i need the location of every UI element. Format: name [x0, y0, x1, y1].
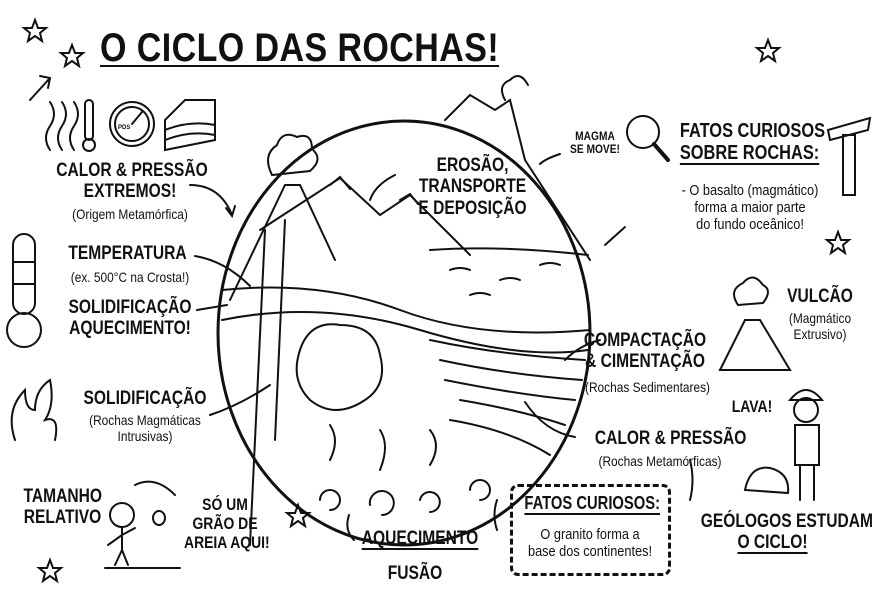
rock-specimen	[743, 466, 790, 495]
metamorphic-note: (Rochas Metamórficas)	[598, 453, 722, 469]
volcano-label: VULCÃO	[787, 286, 853, 307]
erosion-label: EROSÃO, TRANSPORTE E DEPOSIÇÃO	[409, 155, 536, 219]
fire-icon	[10, 378, 58, 441]
label-line: forma a maior parte	[694, 198, 806, 216]
magma-moves-label: MAGMA SE MOVE!	[565, 129, 625, 157]
geologists-label: GEÓLOGOS ESTUDAM O CICLO!	[700, 511, 874, 554]
fun-fact-body: O granito forma a base dos continentes!	[522, 526, 658, 561]
label-line: (Rochas Magmáticas	[89, 412, 201, 428]
rock-cycle-globe	[216, 119, 592, 547]
label-line: GRÃO DE	[192, 514, 258, 534]
stick-figure-icon	[104, 502, 181, 569]
decorative-stars	[21, 17, 852, 584]
volcano-icon	[718, 276, 792, 371]
label-line: do fundo oceânico!	[696, 215, 804, 233]
label-line: SOBRE ROCHAS:	[679, 142, 820, 165]
heat-pressure-label: CALOR & PRESSÃO	[594, 428, 747, 449]
hammer-icon	[826, 116, 872, 196]
page-title: O CICLO DAS ROCHAS!	[100, 26, 500, 70]
heat-pressure-extreme-label: CALOR & PRESSÃO EXTREMOS!	[56, 160, 208, 203]
pressure-gauge-icon	[109, 101, 155, 147]
label-line: O granito forma a	[540, 526, 640, 543]
label-line: (Magmático	[788, 310, 852, 326]
label-line: SOLIDIFICAÇÃO	[68, 297, 192, 318]
solidification-label: SOLIDIFICAÇÃO	[83, 388, 207, 409]
label-line: RELATIVO	[23, 507, 102, 529]
fun-fact-box	[510, 484, 671, 576]
magnifying-glass-icon	[626, 115, 670, 162]
label-line: CALOR & PRESSÃO	[56, 160, 208, 181]
intrusive-note: (Rochas Magmáticas Intrusivas)	[77, 412, 213, 444]
erupting-volcano-top	[444, 75, 591, 261]
fun-fact-title: FATOS CURIOSOS:	[524, 493, 660, 513]
sand-grain	[152, 510, 166, 526]
label-line: AQUECIMENTO!	[69, 318, 191, 340]
label-line: O CICLO!	[737, 532, 808, 554]
label-line: SÓ UM	[202, 495, 248, 514]
temperature-example: (ex. 500°C na Crosta!)	[70, 269, 190, 285]
label-line: COMPACTAÇÃO	[583, 330, 707, 351]
label-line: base dos continentes!	[527, 542, 653, 560]
label-line: TRANSPORTE	[418, 176, 527, 198]
label-line: - O basalto (magmático)	[681, 182, 819, 199]
metamorphic-origin-note: (Origem Metamórfica)	[72, 206, 188, 222]
heating-label: AQUECIMENTO	[361, 528, 479, 549]
label-line: GEÓLOGOS ESTUDAM	[700, 511, 874, 532]
volcano-note: (Magmático Extrusivo)	[782, 310, 859, 342]
label-line: AREIA AQUI!	[184, 533, 270, 553]
label-line: Extrusivo)	[793, 325, 847, 342]
gauge-label: PDS	[118, 125, 131, 131]
label-line: EROSÃO,	[436, 155, 509, 176]
solidification-heating-label: SOLIDIFICAÇÃO AQUECIMENTO!	[69, 297, 192, 340]
label-line: MAGMA	[575, 129, 615, 143]
label-line: TAMANHO	[23, 486, 103, 507]
relative-size-label: TAMANHO RELATIVO	[24, 486, 102, 529]
label-line: E DEPOSIÇÃO	[418, 197, 527, 219]
melting-label: FUSÃO	[387, 563, 443, 584]
arrows	[29, 75, 694, 541]
label-line: FATOS CURIOSOS	[679, 120, 826, 142]
facts-body: - O basalto (magmático) forma a maior pa…	[678, 182, 823, 233]
lava-label: LAVA!	[731, 397, 773, 416]
sedimentary-note: (Rochas Sedimentares)	[584, 379, 711, 395]
facts-title: FATOS CURIOSOS SOBRE ROCHAS:	[679, 120, 826, 165]
compaction-label: COMPACTAÇÃO & CIMENTAÇÃO	[584, 330, 707, 373]
label-line: Intrusivas)	[117, 427, 173, 444]
sand-grain-label: SÓ UM GRÃO DE AREIA AQUI!	[184, 495, 270, 553]
temperature-label: TEMPERATURA	[68, 243, 187, 264]
geologist-figure	[743, 389, 825, 501]
label-line: SE MOVE!	[570, 142, 620, 157]
thermometer-icon	[6, 233, 42, 348]
label-line: & CIMENTAÇÃO	[584, 351, 706, 373]
rock-layers-icon	[164, 99, 216, 152]
label-line: EXTREMOS!	[83, 181, 177, 203]
heat-waves-icon	[45, 99, 96, 152]
